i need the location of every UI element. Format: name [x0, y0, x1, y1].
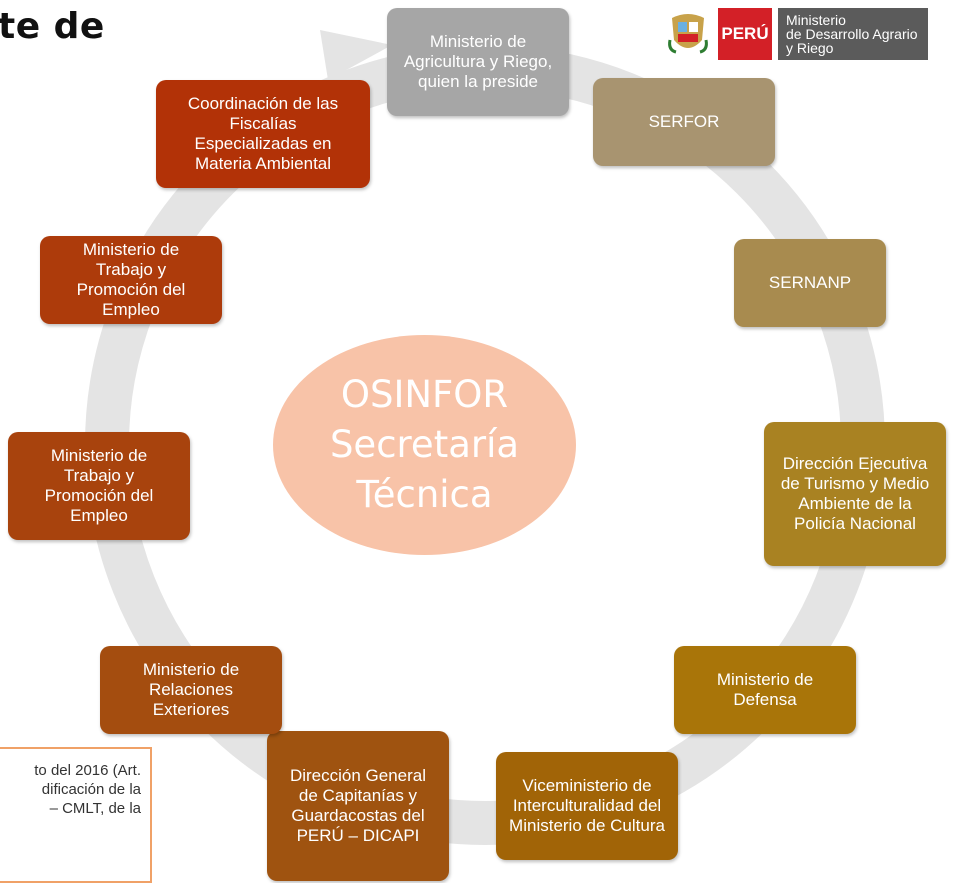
node-serfor: SERFOR [593, 78, 775, 166]
ministry-line: de Desarrollo Agrario [786, 26, 918, 42]
node-dicapi: Dirección General de Capitanías y Guarda… [267, 731, 449, 881]
ministry-logo: PERÚ Ministerio de Desarrollo Agrario y … [666, 8, 928, 60]
center-line: Técnica [356, 473, 493, 516]
ministry-line: y Riego [786, 40, 834, 56]
footnote-line: – CMLT, de la [49, 800, 141, 817]
center-node-osinfor: OSINFOR Secretaría Técnica [273, 335, 576, 555]
node-ministerio-trabajo-2: Ministerio de Trabajo y Promoción del Em… [40, 236, 222, 324]
footnote-line: to del 2016 (Art. [34, 762, 141, 779]
country-badge: PERÚ [718, 8, 772, 60]
footnote-box: to del 2016 (Art. dificación de la – CML… [0, 747, 152, 883]
coat-of-arms-icon [666, 10, 710, 58]
node-viceministerio-interculturalidad: Viceministerio de Interculturalidad del … [496, 752, 678, 860]
node-ministerio-agricultura: Ministerio de Agricultura y Riego, quien… [387, 8, 569, 116]
node-ministerio-trabajo-1: Ministerio de Trabajo y Promoción del Em… [8, 432, 190, 540]
node-relaciones-exteriores: Ministerio de Relaciones Exteriores [100, 646, 282, 734]
ministry-line: Ministerio [786, 12, 846, 28]
footnote-line: dificación de la [41, 781, 141, 798]
center-line: Secretaría [329, 423, 520, 466]
center-line: OSINFOR [340, 373, 509, 416]
page-title: te de [0, 6, 105, 47]
node-sernanp: SERNANP [734, 239, 886, 327]
node-fiscalias-ambientales: Coordinación de las Fiscalías Especializ… [156, 80, 370, 188]
node-ministerio-defensa: Ministerio de Defensa [674, 646, 856, 734]
node-policia-nacional: Dirección Ejecutiva de Turismo y Medio A… [764, 422, 946, 566]
ministry-name: Ministerio de Desarrollo Agrario y Riego [778, 8, 928, 60]
